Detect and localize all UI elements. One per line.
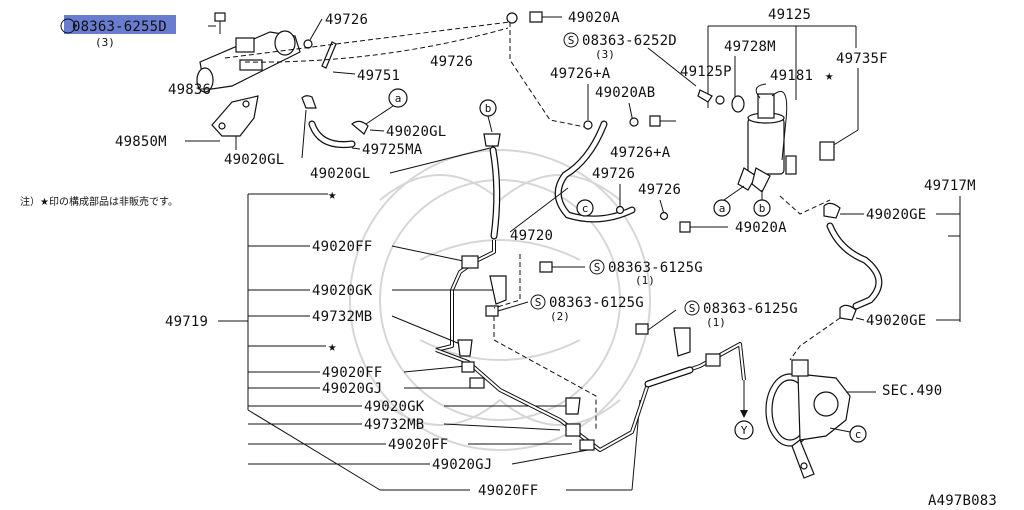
- svg-text:a: a: [395, 92, 402, 105]
- star-mark-icon: ★: [328, 339, 337, 355]
- star-mark-icon: ★: [328, 187, 337, 203]
- label-49735F[interactable]: 49735F: [836, 51, 888, 67]
- label-49020GL-a[interactable]: 49020GL: [224, 152, 284, 168]
- label-08363-6125G-a[interactable]: 08363-6125G: [608, 260, 703, 276]
- s-mark-icon: [530, 294, 546, 310]
- callout-y: [734, 420, 754, 440]
- svg-text:S: S: [568, 34, 575, 47]
- label-49125[interactable]: 49125: [768, 7, 811, 23]
- label-sec490[interactable]: SEC.490: [882, 383, 942, 399]
- callout-c-1: [576, 199, 594, 217]
- svg-text:a: a: [719, 202, 726, 215]
- svg-text:Y: Y: [741, 424, 748, 437]
- label-49020A-b[interactable]: 49020A: [735, 220, 787, 236]
- label-08363-6125G-b[interactable]: 08363-6125G: [549, 295, 644, 311]
- diagram-id: A497B083: [928, 493, 997, 509]
- pump-sec490: [765, 359, 851, 479]
- label-49732MB-a[interactable]: 49732MB: [312, 309, 372, 325]
- svg-text:(3): (3): [595, 48, 615, 61]
- clamp-49020GL-a: [301, 95, 317, 109]
- svg-text:S: S: [594, 261, 601, 274]
- svg-text:c: c: [855, 428, 862, 441]
- label-49732MB-b[interactable]: 49732MB: [364, 417, 424, 433]
- s-mark-icon: [684, 300, 700, 316]
- label-49720[interactable]: 49720: [510, 228, 553, 244]
- label-49020FF-d[interactable]: 49020FF: [478, 483, 538, 499]
- label-49726-d[interactable]: 49726: [638, 182, 681, 198]
- label-49726-plus-a-a[interactable]: 49726+A: [550, 66, 611, 82]
- label-49836[interactable]: 49836: [168, 82, 211, 98]
- selection-highlight: [64, 15, 176, 34]
- reservoir-49125: [697, 83, 835, 193]
- label-49726-b[interactable]: 49726: [430, 54, 473, 70]
- svg-text:c: c: [582, 202, 589, 215]
- label-49850M[interactable]: 49850M: [115, 134, 167, 150]
- pump-assembly: [196, 12, 301, 150]
- label-49020GL-c[interactable]: 49020GL: [310, 166, 370, 182]
- svg-text:S: S: [535, 296, 542, 309]
- label-49020GK-a[interactable]: 49020GK: [312, 283, 373, 299]
- label-49725MA[interactable]: 49725MA: [362, 142, 423, 158]
- label-49020FF-a[interactable]: 49020FF: [312, 239, 372, 255]
- label-08363-6125G-c[interactable]: 08363-6125G: [703, 301, 798, 317]
- label-49728M[interactable]: 49728M: [724, 39, 776, 55]
- label-49020FF-b[interactable]: 49020FF: [322, 365, 382, 381]
- label-49020GJ-b[interactable]: 49020GJ: [432, 457, 492, 473]
- label-49726-c[interactable]: 49726: [592, 166, 635, 182]
- label-49020GE-b[interactable]: 49020GE: [866, 313, 926, 329]
- s-mark-icon: [563, 32, 579, 48]
- label-49726-plus-a-b[interactable]: 49726+A: [610, 145, 671, 161]
- svg-text:b: b: [485, 102, 492, 115]
- svg-text:(3): (3): [95, 36, 115, 49]
- label-08363-6252D[interactable]: 08363-6252D: [582, 33, 677, 49]
- label-49181[interactable]: 49181: [770, 68, 813, 84]
- label-49125P[interactable]: 49125P: [680, 64, 732, 80]
- callout-c-2: [849, 425, 867, 443]
- svg-text:b: b: [759, 202, 766, 215]
- label-49020AB[interactable]: 49020AB: [595, 85, 655, 101]
- label-49719[interactable]: 49719: [165, 314, 208, 330]
- label-49020A-a[interactable]: 49020A: [568, 10, 620, 26]
- pipe-clamps: [457, 255, 721, 451]
- svg-text:(1): (1): [635, 274, 655, 287]
- non-sale-note: 注）★印の構成部品は非販売です。: [20, 195, 178, 208]
- callout-a-2: [713, 199, 731, 217]
- label-08363-6255D[interactable]: 08363-6255D: [72, 19, 167, 35]
- label-49020GE-a[interactable]: 49020GE: [866, 207, 926, 223]
- label-49726-a[interactable]: 49726: [325, 12, 368, 28]
- s-mark-icon: [589, 259, 605, 275]
- label-49020GJ-a[interactable]: 49020GJ: [322, 381, 382, 397]
- label-49717M[interactable]: 49717M: [924, 178, 976, 194]
- label-49020FF-c[interactable]: 49020FF: [388, 437, 448, 453]
- svg-text:(1): (1): [706, 316, 726, 329]
- star-mark-icon: ★: [825, 68, 834, 84]
- svg-text:S: S: [689, 302, 696, 315]
- label-49020GK-b[interactable]: 49020GK: [364, 399, 425, 415]
- label-49751[interactable]: 49751: [357, 68, 400, 84]
- label-49020GL-b[interactable]: 49020GL: [386, 124, 446, 140]
- svg-text:(2): (2): [550, 310, 570, 323]
- callout-a-1: [388, 88, 408, 108]
- s-mark-icon: [60, 18, 76, 34]
